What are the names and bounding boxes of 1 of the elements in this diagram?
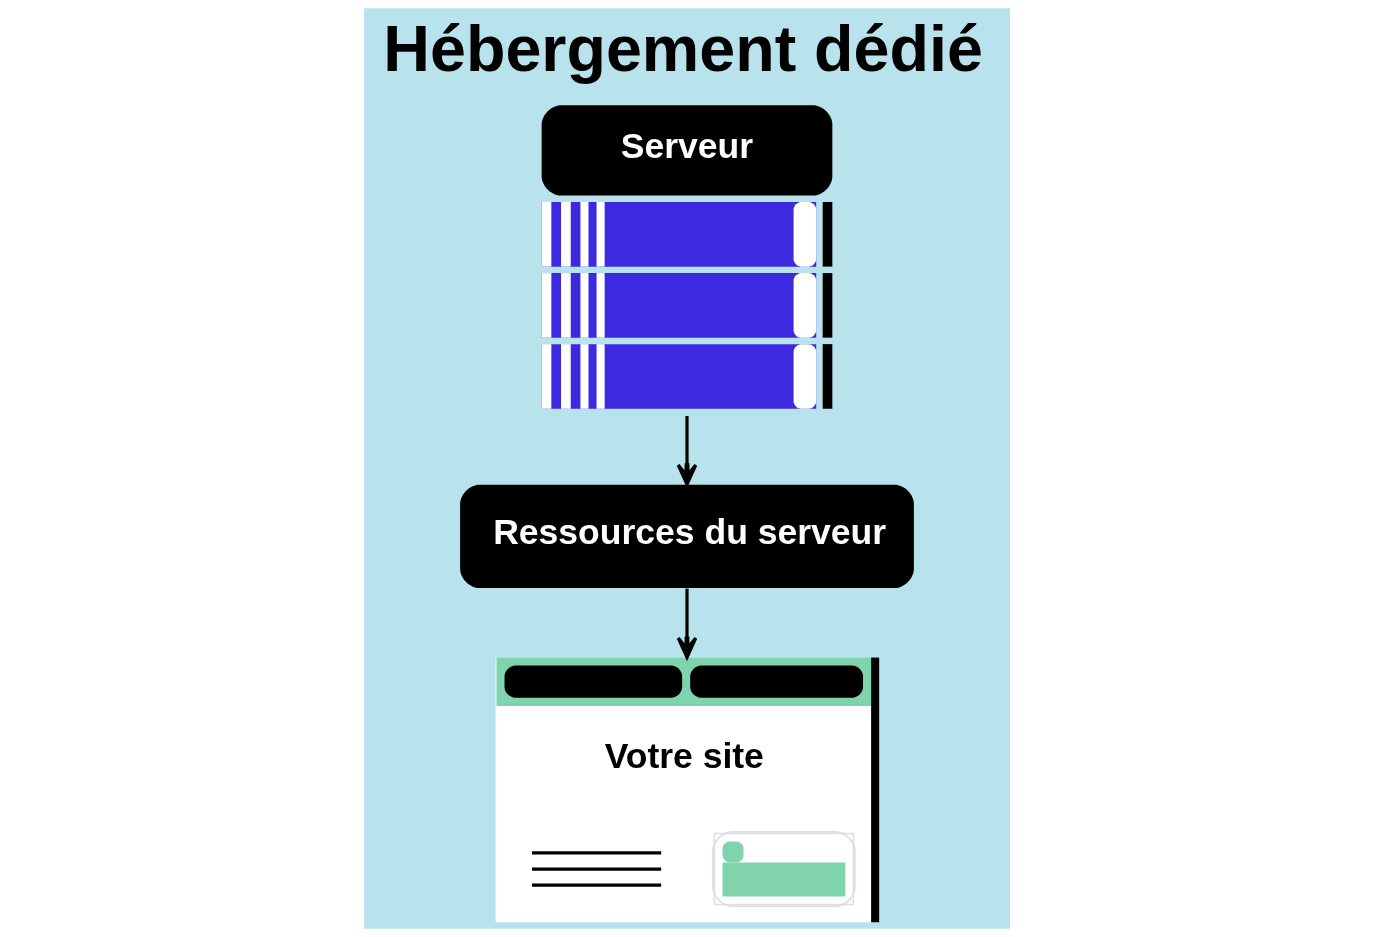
diagram-title: Hébergement dédié (383, 13, 983, 86)
